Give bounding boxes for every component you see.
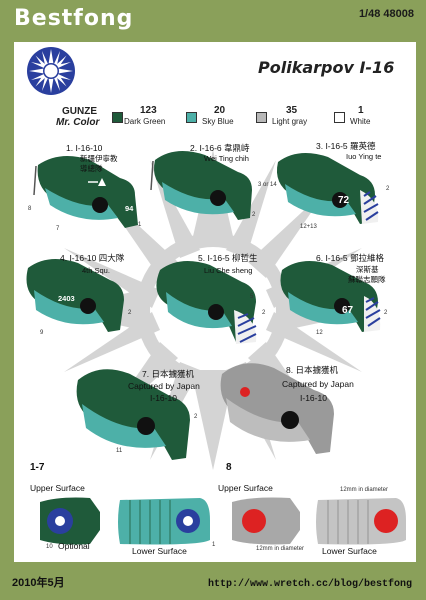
- legend-num-20: 20: [214, 105, 226, 116]
- aircraft-4-label: 4. I-16-10 四大隊: [60, 253, 125, 263]
- swatch-dark-green: [112, 112, 123, 123]
- aircraft-1-label: 1. I-16-10: [66, 143, 103, 153]
- aircraft-2-pilot: Wei Ting chih: [204, 154, 249, 163]
- aircraft-2-label: 2. I-16-6 韋鼎峙: [190, 143, 250, 153]
- header-bar: Bestfong 1/48 48008: [0, 0, 426, 42]
- callout-2-f: 2: [194, 414, 198, 420]
- aircraft-3-pilot: Iuo Ying te: [346, 152, 382, 161]
- scale-code: 1/48 48008: [358, 8, 414, 20]
- wings-title-8: 8: [226, 462, 232, 473]
- callout-2-c: 2: [128, 310, 132, 316]
- callout-3or14: 3 or 14: [258, 182, 277, 188]
- legend-name-white: White: [350, 117, 371, 126]
- aircraft-4-unit: 4th Squ.: [82, 266, 110, 275]
- aircraft-7-label: 7. 日本擄獲机: [142, 369, 194, 379]
- right-border: [416, 42, 426, 562]
- aircraft-7-type: I-16-10: [150, 393, 177, 403]
- aircraft-1-profile: [33, 156, 138, 228]
- wing-upper-1-7: [40, 497, 100, 545]
- footer-date: 2010年5月: [12, 577, 65, 589]
- legend-num-123: 123: [140, 105, 157, 116]
- aircraft-5-label: 5. I-16-5 柳哲生: [198, 253, 258, 263]
- wings-optional-label: Optional: [58, 541, 90, 551]
- brand-logo-text: Bestfong: [14, 6, 134, 31]
- aircraft-3-label: 3. I-16-5 羅英德: [316, 141, 376, 151]
- swatch-white: [334, 112, 345, 123]
- aircraft-8-label: 8. 日本擄獲机: [286, 365, 338, 375]
- callout-12: 12: [316, 330, 323, 336]
- callout-2-b: 2: [386, 186, 390, 192]
- aircraft-6-unit-line2: 蘇聯志願隊: [348, 275, 386, 284]
- swatch-sky-blue: [186, 112, 197, 123]
- left-border: [0, 42, 14, 562]
- aircraft-5-pilot: Liu Che sheng: [204, 266, 253, 275]
- aircraft-8-profile: [220, 363, 334, 454]
- legend-mrcolor: Mr. Color: [56, 117, 100, 128]
- aircraft-6-profile: [280, 261, 381, 332]
- wings-optional-num: 10: [46, 544, 53, 550]
- legend-name-dark-green: Dark Green: [124, 117, 166, 126]
- wing-lower-1-7: [118, 498, 210, 545]
- legend-num-35: 35: [286, 105, 298, 116]
- callout-11: 11: [116, 448, 123, 454]
- aircraft-6-label: 6. I-16-5 鄧拉維格: [316, 253, 385, 263]
- aircraft-1-unit-line2: 導總隊: [80, 164, 103, 173]
- swatch-light-gray: [256, 112, 267, 123]
- aircraft-1-unit-line1: 新疆伊寧教: [80, 154, 118, 163]
- aircraft-8-captured: Captured by Japan: [282, 379, 354, 389]
- callout-2-a: 2: [252, 212, 256, 218]
- aircraft-4-code: 2403: [58, 294, 75, 303]
- wings-diameter-bottom: 12mm in diameter: [256, 546, 305, 552]
- wings-1-7-upper-label: Upper Surface: [30, 483, 85, 493]
- callout-7: 7: [56, 226, 60, 232]
- wings-title-1-7: 1-7: [30, 462, 45, 473]
- wings-1-7-lower-label: Lower Surface: [132, 546, 187, 556]
- aircraft-7-captured: Captured by Japan: [128, 381, 200, 391]
- aircraft-2-profile: [150, 151, 252, 220]
- wings-8-upper-label: Upper Surface: [218, 483, 273, 493]
- legend-num-1: 1: [358, 105, 364, 116]
- aircraft-7-profile: [76, 369, 190, 460]
- footer-url[interactable]: http://www.wretch.cc/blog/bestfong: [207, 579, 412, 590]
- callout-9: 9: [40, 330, 44, 336]
- wings-8-lower-label: Lower Surface: [322, 546, 377, 556]
- callout-2-e: 2: [384, 310, 388, 316]
- wing-lower-8: [316, 498, 406, 545]
- aircraft-6-code: 67: [342, 305, 354, 316]
- wings-diameter-top: 12mm in diameter: [340, 487, 389, 493]
- legend-gunze: GUNZE: [62, 106, 97, 117]
- aircraft-1-code: 94: [125, 204, 134, 213]
- aircraft-3-profile: [276, 153, 379, 224]
- callout-1: 1: [138, 222, 142, 228]
- aircraft-4-profile: [26, 259, 124, 332]
- aircraft-5-profile: [156, 261, 257, 344]
- callout-5: 5: [250, 294, 254, 300]
- callout-8: 8: [28, 206, 32, 212]
- legend-name-light-gray: Light gray: [272, 117, 308, 126]
- roc-emblem-icon: [27, 47, 75, 95]
- legend-name-sky-blue: Sky Blue: [202, 117, 234, 126]
- wing-upper-8: [232, 497, 300, 545]
- aircraft-6-unit-line1: 深斯基: [356, 265, 379, 274]
- aircraft-3-code: 72: [338, 195, 350, 206]
- footer-bar: 2010年5月 http://www.wretch.cc/blog/bestfo…: [0, 562, 426, 600]
- callout-2-d: 2: [262, 310, 266, 316]
- aircraft-8-type: I-16-10: [300, 393, 327, 403]
- wings-lower-num: 1: [212, 542, 216, 548]
- page-title: Polikarpov I-16: [258, 58, 395, 77]
- callout-12-13: 12+13: [300, 224, 317, 230]
